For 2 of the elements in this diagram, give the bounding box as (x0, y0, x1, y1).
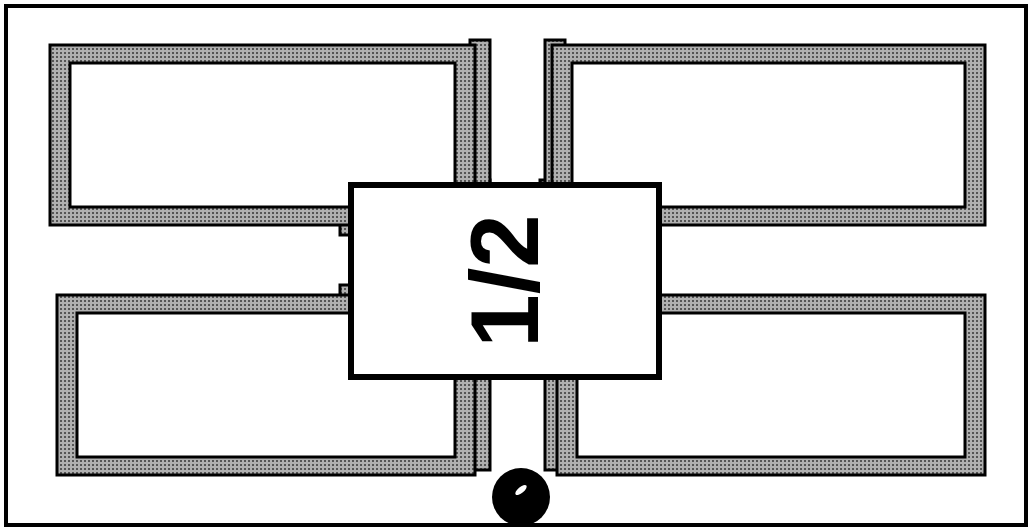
label-box (348, 182, 662, 380)
size-label: 1/2 (457, 214, 553, 348)
